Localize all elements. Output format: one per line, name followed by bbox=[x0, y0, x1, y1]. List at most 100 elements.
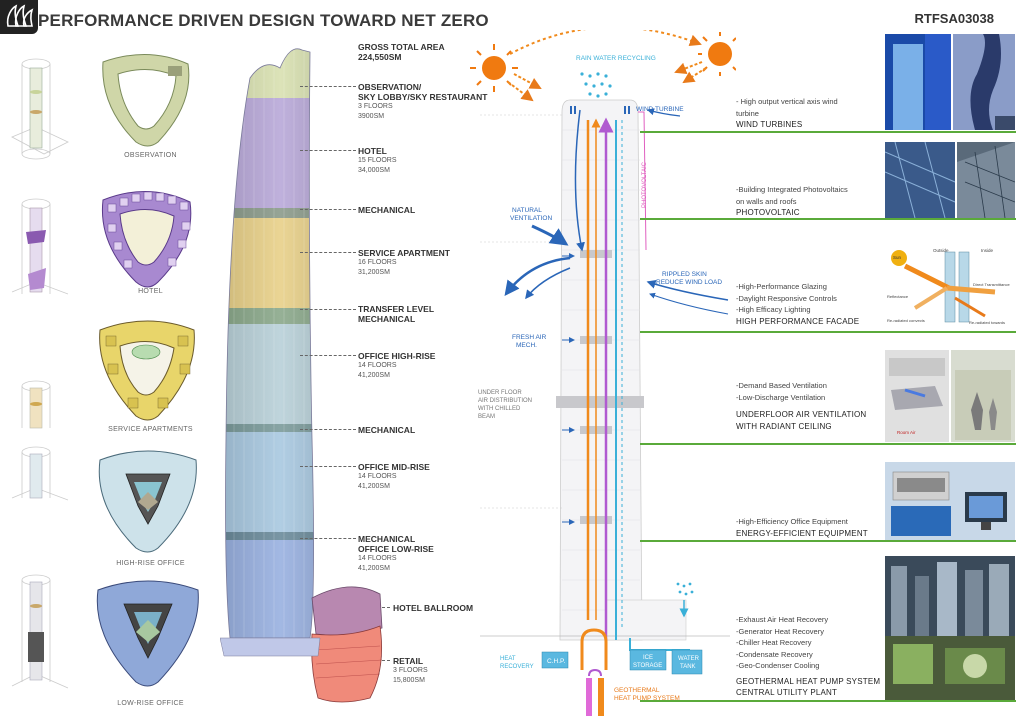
label-name: OBSERVATION/ bbox=[358, 82, 422, 92]
underfloor-label-1: UNDER FLOOR bbox=[478, 390, 522, 396]
label-name: OFFICE MID-RISE bbox=[358, 462, 430, 472]
feature-wind-turbines: - High output vertical axis wind turbine… bbox=[736, 96, 838, 131]
label-floors: 14 FLOORS bbox=[358, 362, 397, 369]
observation-plan-drawing bbox=[11, 54, 190, 160]
label-area: 31,200SM bbox=[358, 269, 390, 276]
feature-heading: WIND TURBINES bbox=[736, 120, 803, 129]
plan-low-rise-office: LOW-RISE OFFICE bbox=[8, 574, 223, 707]
label-name-2: MECHANICAL bbox=[358, 314, 416, 324]
feature-underfloor: -Demand Based Ventilation -Low-Discharge… bbox=[736, 380, 866, 432]
feature-line: -Low-Discharge Ventilation bbox=[736, 392, 826, 402]
feature-line: -Daylight Responsive Controls bbox=[736, 293, 837, 303]
wind-turbine-photo bbox=[885, 34, 1015, 130]
header: PERFORMANCE DRIVEN DESIGN TOWARD NET ZER… bbox=[0, 0, 1024, 36]
facade-outside-label: Outside bbox=[933, 248, 949, 253]
geothermal-label-1: GEOTHERMAL bbox=[614, 687, 660, 694]
leader-line bbox=[300, 150, 356, 151]
feature-line: -High Efficacy Lighting bbox=[736, 305, 811, 314]
project-code: RTFSA03038 bbox=[914, 11, 994, 26]
label-area: 41,200SM bbox=[358, 565, 390, 572]
natural-ventilation-label-2: VENTILATION bbox=[510, 215, 552, 222]
ice-label-1: ICE bbox=[643, 655, 653, 661]
hotel-plan-drawing bbox=[11, 191, 192, 295]
label-name: MECHANICAL bbox=[358, 534, 416, 544]
label-name: MECHANICAL bbox=[358, 205, 416, 215]
feature-photovoltaic: -Building Integrated Photovoltaics on wa… bbox=[736, 184, 848, 219]
sun-icon bbox=[891, 250, 907, 266]
leader-line bbox=[300, 252, 356, 253]
label-floors: 3 FLOORS bbox=[358, 103, 393, 110]
facade-sun-label: Sun bbox=[893, 255, 902, 260]
facade-direct-label: Direct Transmittance bbox=[973, 282, 1010, 287]
plan-high-rise-office: HIGH-RISE OFFICE bbox=[8, 444, 223, 572]
gross-area-value: 224,550SM bbox=[358, 52, 402, 62]
label-area: 41,200SM bbox=[358, 372, 390, 379]
feature-heading: HIGH PERFORMANCE FACADE bbox=[736, 316, 860, 326]
label-office-high-rise: OFFICE HIGH-RISE 14 FLOORS 41,200SM bbox=[358, 351, 435, 381]
ice-label-2: STORAGE bbox=[633, 663, 662, 669]
ice-storage-box bbox=[629, 649, 667, 671]
leader-line bbox=[300, 309, 356, 310]
chp-label: C.H.P. bbox=[547, 658, 565, 665]
plan-caption: HIGH-RISE OFFICE bbox=[116, 560, 185, 567]
label-office-mid-rise: OFFICE MID-RISE 14 FLOORS 41,200SM bbox=[358, 462, 430, 492]
feature-line: -Condensate Recovery bbox=[736, 649, 813, 659]
leader-line bbox=[300, 209, 356, 210]
divider-line bbox=[640, 700, 1016, 702]
label-name: TRANSFER LEVEL bbox=[358, 304, 435, 314]
divider-line bbox=[640, 218, 1016, 220]
feature-line: -Building Integrated Photovoltaics bbox=[736, 185, 848, 194]
tower-section-drawing bbox=[220, 48, 383, 703]
feature-heading: PHOTOVOLTAIC bbox=[736, 208, 800, 217]
water-label-1: WATER bbox=[678, 656, 700, 662]
label-retail: RETAIL 3 FLOORS 15,800SM bbox=[393, 656, 428, 686]
feature-heading: UNDERFLOOR AIR VENTILATION bbox=[736, 410, 867, 419]
feature-heading-2: WITH RADIANT CEILING bbox=[736, 421, 832, 431]
feature-line: -Chiller Heat Recovery bbox=[736, 638, 812, 647]
feature-heading: ENERGY-EFFICIENT EQUIPMENT bbox=[736, 528, 868, 538]
photovoltaic-label: PHOTOVOLTAIC bbox=[642, 161, 648, 208]
label-service-apartment: SERVICE APARTMENT 16 FLOORS 31,200SM bbox=[358, 248, 450, 278]
feature-line: turbine bbox=[736, 108, 759, 118]
sun-icon bbox=[470, 44, 518, 92]
plan-caption: HOTEL bbox=[138, 288, 163, 295]
label-transfer-level: TRANSFER LEVEL MECHANICAL bbox=[358, 304, 434, 324]
page-title: PERFORMANCE DRIVEN DESIGN TOWARD NET ZER… bbox=[38, 11, 489, 30]
label-name: HOTEL BALLROOM bbox=[393, 603, 474, 613]
chp-box bbox=[541, 651, 569, 669]
label-floors: 14 FLOORS bbox=[358, 555, 397, 562]
plan-observation: OBSERVATION bbox=[8, 42, 223, 170]
facade-diagram: Outside Inside Sun Reflectance Direct Tr… bbox=[885, 238, 1015, 330]
feature-line: -Geo-Condenser Cooling bbox=[736, 661, 820, 670]
photovoltaic-photo bbox=[885, 142, 1015, 218]
label-floors: 14 FLOORS bbox=[358, 473, 397, 480]
plan-caption: OBSERVATION bbox=[124, 152, 177, 159]
feature-line: -Exhaust Air Heat Recovery bbox=[736, 615, 829, 624]
leader-line bbox=[300, 538, 356, 539]
label-name: HOTEL bbox=[358, 146, 387, 156]
label-name-2: SKY LOBBY/SKY RESTAURANT bbox=[358, 92, 488, 102]
plan-caption: LOW-RISE OFFICE bbox=[117, 700, 184, 707]
gross-area-title: GROSS TOTAL AREA bbox=[358, 42, 445, 52]
wind-turbine-icon bbox=[570, 106, 630, 114]
facade-reradiated-towards-label: Re-radiated towards bbox=[969, 320, 1005, 325]
feature-equipment: -High-Efficiency Office Equipment ENERGY… bbox=[736, 516, 868, 539]
label-hotel: HOTEL 15 FLOORS 34,000SM bbox=[358, 146, 397, 176]
heat-recovery-label-2: RECOVERY bbox=[500, 664, 534, 670]
facade-reradiated-convects-label: Re-radiated convects bbox=[887, 318, 925, 323]
label-office-low-rise: MECHANICAL OFFICE LOW-RISE 14 FLOORS 41,… bbox=[358, 534, 434, 574]
underfloor-label-2: AIR DISTRIBUTION bbox=[478, 398, 532, 404]
divider-line bbox=[640, 540, 1016, 542]
leader-line bbox=[300, 86, 356, 87]
leader-line bbox=[300, 429, 356, 430]
underfloor-label-4: BEAM bbox=[478, 414, 495, 420]
office-equipment-photo bbox=[885, 462, 1015, 540]
rain-drops-icon bbox=[580, 72, 612, 98]
logo bbox=[0, 0, 38, 34]
fresh-air-label-1: FRESH AIR bbox=[512, 334, 547, 341]
underfloor-label-3: WITH CHILLED bbox=[478, 406, 521, 412]
label-mechanical-1: MECHANICAL bbox=[358, 205, 415, 215]
feature-geothermal: -Exhaust Air Heat Recovery -Generator He… bbox=[736, 614, 880, 699]
central-plant-photo bbox=[885, 556, 1015, 700]
divider-line bbox=[640, 131, 1016, 133]
